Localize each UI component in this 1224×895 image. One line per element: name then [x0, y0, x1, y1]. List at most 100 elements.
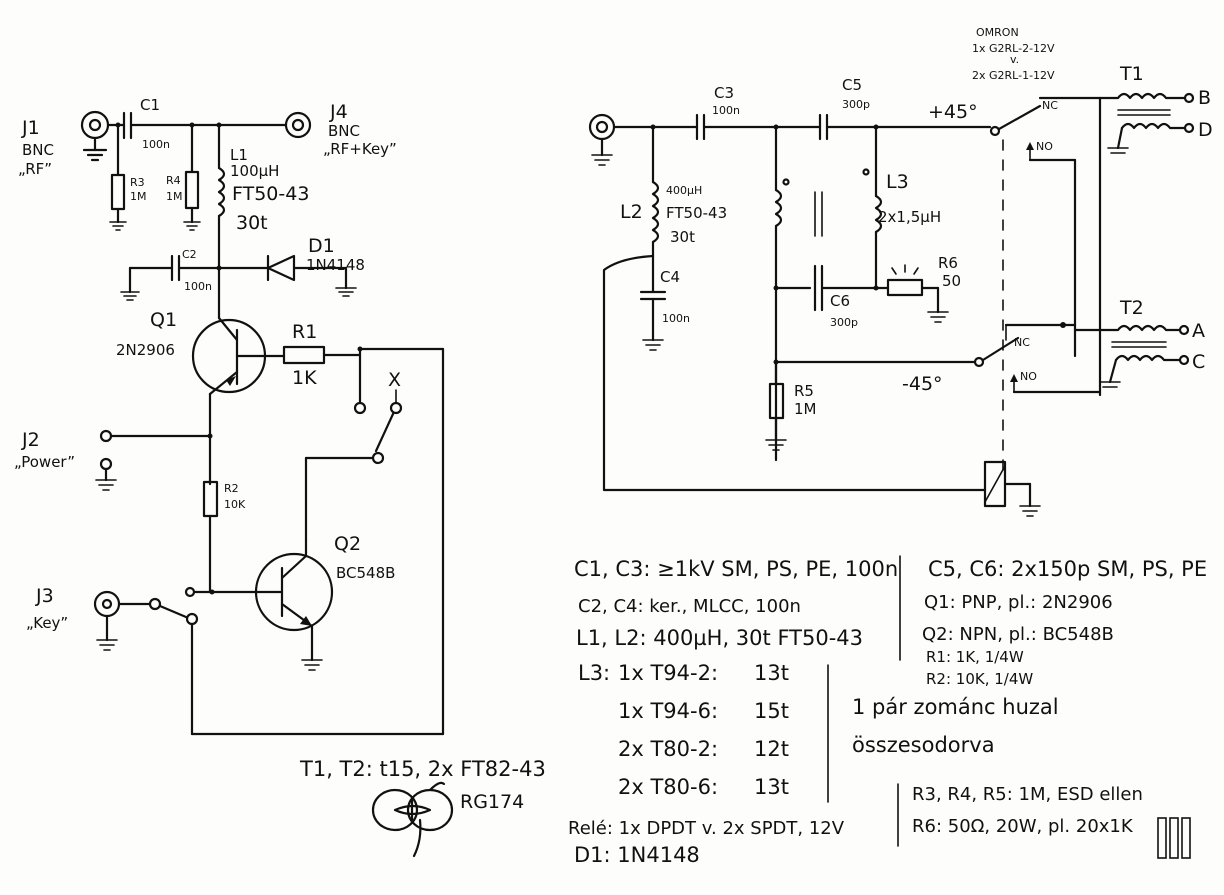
r1-resistor — [282, 345, 326, 365]
c6-ref: C6 — [830, 292, 850, 310]
l1-core: FT50-43 — [232, 183, 309, 205]
output-a: A — [1192, 320, 1205, 342]
r5-value: 1M — [794, 400, 817, 418]
c6-value: 300p — [830, 316, 858, 329]
note-r3-r5: R3, R4, R5: 1M, ESD ellen — [912, 784, 1143, 805]
r6-value: 50 — [942, 272, 961, 290]
q2-ref: Q2 — [334, 533, 361, 555]
note-r6: R6: 50Ω, 20W, pl. 20x1K — [912, 816, 1134, 837]
c5-value: 300p — [842, 98, 870, 111]
r4-ref: R4 — [166, 174, 181, 187]
d1-ref: D1 — [308, 235, 335, 257]
c1-ref: C1 — [140, 96, 160, 114]
note-r2: R2: 10K, 1/4W — [926, 670, 1033, 688]
relay2-nc-label: NC — [1014, 336, 1030, 349]
parts-notes: C1, C3: ≥1kV SM, PS, PE, 100n C2, C4: ke… — [299, 555, 1207, 867]
l1-turns: 30t — [236, 212, 268, 234]
j4-name: „RF+Key” — [323, 140, 397, 158]
l3-inductor — [874, 194, 883, 234]
l2-turns: 30t — [670, 228, 695, 246]
note-l3-row1-turns: 13t — [754, 661, 789, 685]
j4-type: BNC — [328, 122, 360, 140]
t2-primary — [1073, 324, 1182, 332]
j2-ref: J2 — [21, 429, 40, 451]
j3-name: „Key” — [26, 614, 68, 632]
output-b: B — [1198, 87, 1211, 109]
j1-bnc-connector — [80, 110, 110, 162]
l1-ref: L1 — [230, 146, 248, 164]
j3-connector — [93, 590, 121, 618]
c1-value: 100n — [142, 138, 170, 151]
left-schematic: J1 BNC „RF” C1 100n J4 BNC „RF+Key” R3 1… — [14, 96, 445, 736]
r6-resistor — [886, 278, 924, 297]
j4-ref: J4 — [329, 101, 348, 123]
j2-name: „Power” — [14, 453, 75, 471]
note-l3-row3-part: 2x T80-2: — [618, 737, 718, 761]
l2-inductor — [651, 180, 660, 244]
note-rg174: RG174 — [460, 791, 524, 813]
note-r1: R1: 1K, 1/4W — [926, 648, 1024, 666]
relay-brand: OMRON — [976, 26, 1019, 39]
c2-ref: C2 — [182, 248, 197, 261]
r2-value: 10K — [224, 498, 246, 511]
note-l3-row4-turns: 13t — [754, 775, 789, 799]
t1-ref: T1 — [1119, 63, 1144, 85]
note-c1-c3: C1, C3: ≥1kV SM, PS, PE, 100n — [574, 557, 898, 581]
t1-primary — [1098, 92, 1187, 100]
note-l3-row2-turns: 15t — [754, 699, 789, 723]
rf-input-connector — [588, 113, 616, 141]
c3-value: 100n — [712, 104, 740, 117]
binocular-core-sketch — [371, 781, 454, 858]
c4-ref: C4 — [660, 268, 680, 286]
j4-bnc-connector — [284, 111, 312, 139]
l2-value: 400µH — [666, 184, 702, 197]
d1-value: 1N4148 — [306, 256, 365, 274]
relay-option-or: v. — [1010, 53, 1019, 66]
r4-resistor — [184, 170, 200, 210]
mid-inductor — [774, 188, 783, 228]
l3-value: 2x1,5µH — [878, 208, 941, 226]
note-l3-row1-part: 1x T94-2: — [618, 661, 718, 685]
c4-value: 100n — [662, 312, 690, 325]
note-wire-1: 1 pár zománc huzal — [852, 695, 1059, 719]
note-wire-2: összesodorva — [852, 733, 995, 757]
r2-ref: R2 — [224, 482, 239, 495]
r1-ref: R1 — [292, 321, 317, 343]
j3-ref: J3 — [35, 585, 54, 607]
l1-value: 100µH — [230, 162, 279, 180]
note-q1: Q1: PNP, pl.: 2N2906 — [924, 592, 1113, 613]
r2-resistor — [202, 480, 219, 518]
t2-secondary — [1114, 354, 1182, 362]
note-q2: Q2: NPN, pl.: BC548B — [922, 624, 1114, 645]
j1-type: BNC — [22, 141, 54, 159]
relay1-nc-label: NC — [1042, 99, 1058, 112]
c3-ref: C3 — [714, 84, 734, 102]
r4-value: 1M — [166, 190, 183, 203]
q2-value: BC548B — [336, 564, 395, 582]
r6-ref: R6 — [938, 254, 958, 272]
r3-resistor — [110, 173, 126, 211]
right-schematic: C3 100n C5 300p +45° L2 400µH FT50-43 30… — [588, 26, 1213, 517]
note-l3-row3-turns: 12t — [754, 737, 789, 761]
l2-core: FT50-43 — [666, 204, 727, 222]
relay1-no-label: NO — [1036, 140, 1053, 153]
j1-ref: J1 — [21, 117, 40, 139]
note-transformer: T1, T2: t15, 2x FT82-43 — [299, 757, 546, 781]
note-l3-row4-part: 2x T80-6: — [618, 775, 718, 799]
r5-ref: R5 — [794, 382, 814, 400]
r1-value: 1K — [292, 367, 317, 389]
c2-value: 100n — [184, 280, 212, 293]
l2-ref: L2 — [620, 201, 643, 223]
note-l3-label: L3: — [578, 661, 610, 685]
t1-secondary — [1120, 122, 1187, 130]
output-c: C — [1192, 351, 1205, 373]
j1-name: „RF” — [18, 160, 52, 178]
x-mark: X — [388, 369, 401, 391]
output-d: D — [1198, 119, 1213, 141]
phase-plus-label: +45° — [928, 101, 978, 123]
r3-ref: R3 — [130, 176, 145, 189]
c5-ref: C5 — [842, 76, 862, 94]
note-d1: D1: 1N4148 — [574, 843, 700, 867]
